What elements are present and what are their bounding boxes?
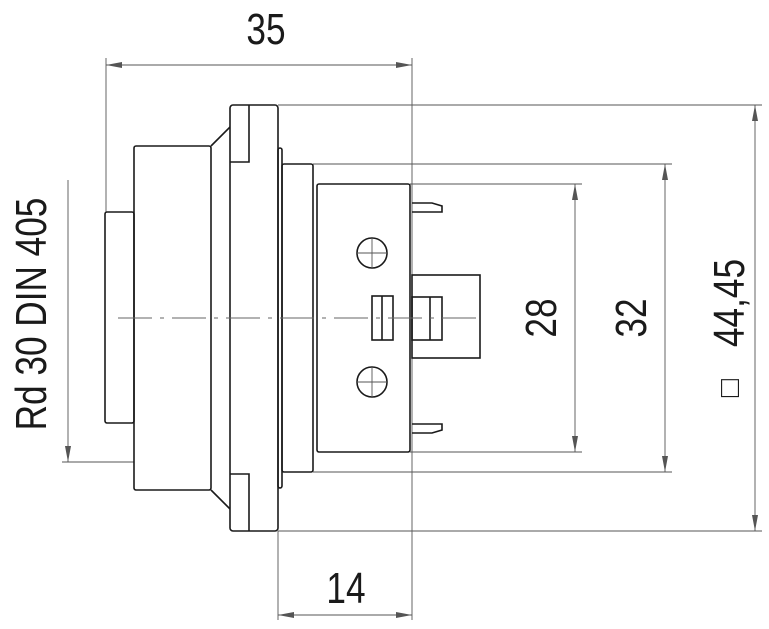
dim-inner-height: 28 — [517, 298, 566, 337]
dim-rear-length: 14 — [326, 564, 365, 613]
dim-body-height: 32 — [607, 298, 656, 337]
extension-lines — [62, 58, 762, 620]
dim-overall-length: 35 — [246, 5, 285, 54]
screw-hole-bottom — [356, 366, 388, 398]
dim-thread: Rd 30 DIN 405 — [7, 198, 56, 431]
dim-flange-square: 44,45 — [705, 259, 754, 347]
dimension-lines — [65, 62, 758, 618]
square-symbol: □ — [713, 378, 746, 397]
screw-hole-top — [356, 237, 388, 269]
